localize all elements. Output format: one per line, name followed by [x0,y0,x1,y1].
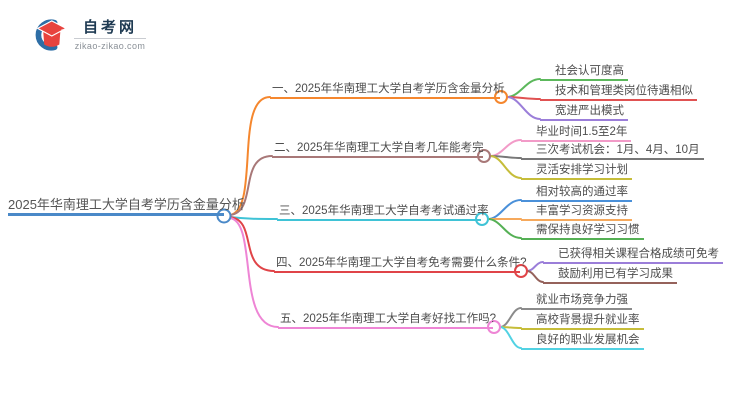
branch-connector-2 [229,155,273,216]
root-node[interactable]: 2025年华南理工大学自考学历含金量分析 [8,197,245,216]
leaf-connector-1-1 [506,78,541,98]
leaf-node-5-1[interactable]: 就业市场竞争力强 [521,293,632,310]
leaf-node-4-2[interactable]: 鼓励利用已有学习成果 [543,267,677,284]
branch-connector-5 [229,217,279,328]
leaf-node-4-1[interactable]: 已获得相关课程合格成绩可免考 [543,247,723,264]
leaf-node-3-2[interactable]: 丰富学习资源支持 [521,204,632,221]
site-logo[interactable]: 自考网 zikao-zikao.com [30,18,146,52]
leaf-node-2-3[interactable]: 灵活安排学习计划 [521,163,632,180]
leaf-connector-5-1 [499,307,522,328]
leaf-node-1-2[interactable]: 技术和管理类岗位待遇相似 [540,84,697,101]
leaf-connector-5-3 [499,326,522,349]
leaf-connector-3-1 [487,199,522,220]
branch-node-2[interactable]: 二、2025年华南理工大学自考几年能考完 [272,141,484,158]
leaf-connector-4-1 [526,261,544,272]
leaf-connector-1-3 [506,96,541,120]
graduation-cap-icon [35,19,66,51]
logo-cap-board [36,20,66,37]
branch-connector-4 [229,216,275,272]
leaf-node-5-2[interactable]: 高校背景提升就业率 [521,313,644,330]
logo-divider [74,38,146,39]
logo-cap-body [43,32,61,47]
logo-domain: zikao-zikao.com [74,41,146,51]
leaf-node-1-1[interactable]: 社会认可度高 [540,64,628,81]
leaf-connector-2-3 [489,155,522,179]
leaf-node-2-1[interactable]: 毕业时间1.5至2年 [521,125,632,142]
leaf-connector-2-1 [489,139,522,157]
leaf-node-5-3[interactable]: 良好的职业发展机会 [521,333,644,350]
root-toggle[interactable] [216,208,232,224]
branch-node-3[interactable]: 三、2025年华南理工大学自考考试通过率 [277,204,489,221]
leaf-node-2-2[interactable]: 三次考试机会：1月、4月、10月 [521,143,704,160]
branch-node-5[interactable]: 五、2025年华南理工大学自考好找工作吗? [278,312,496,329]
leaf-connector-3-3 [487,218,522,239]
logo-title: 自考网 [82,19,137,36]
leaf-node-3-1[interactable]: 相对较高的通过率 [521,185,632,202]
leaf-node-1-3[interactable]: 宽进严出模式 [540,104,628,121]
leaf-node-3-3[interactable]: 需保持良好学习习惯 [521,223,644,240]
branch-connector-1 [229,96,271,216]
leaf-connector-4-2 [526,270,544,283]
branch-node-1[interactable]: 一、2025年华南理工大学自考学历含金量分析 [270,82,505,99]
branch-node-4[interactable]: 四、2025年华南理工大学自考免考需要什么条件? [274,256,526,273]
